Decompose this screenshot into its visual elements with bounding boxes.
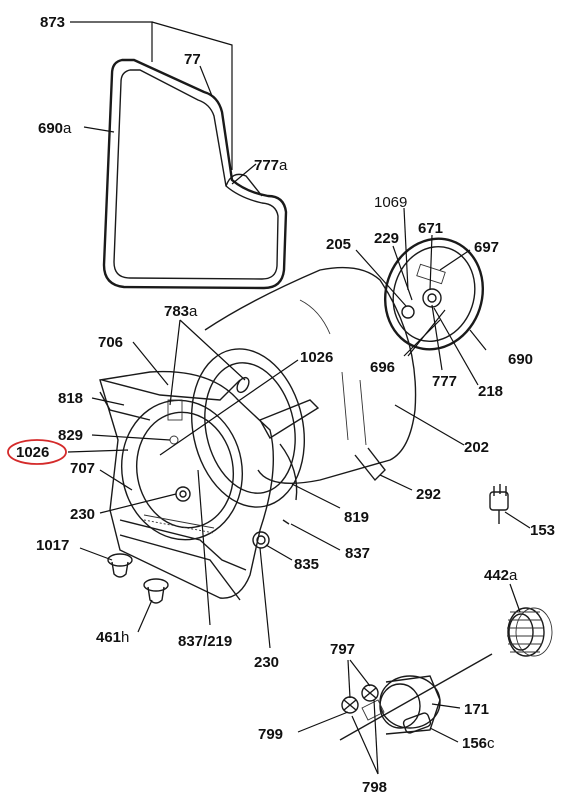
label-153: 153 xyxy=(530,522,555,539)
label-690: 690 xyxy=(508,351,533,368)
label-706: 706 xyxy=(98,334,123,351)
motor-171 xyxy=(339,653,493,741)
screw-835 xyxy=(252,531,270,549)
label-696: 696 xyxy=(370,359,395,376)
label-818: 818 xyxy=(58,390,83,407)
label-230-b: 230 xyxy=(254,654,279,671)
front-bulkhead-707 xyxy=(99,370,275,601)
fan-wheel-442a xyxy=(507,607,553,657)
label-783a: 783a xyxy=(164,303,198,320)
label-461h: 461h xyxy=(96,629,129,646)
rear-bulkhead-697 xyxy=(383,237,485,351)
label-707: 707 xyxy=(70,460,95,477)
label-218: 218 xyxy=(478,383,503,400)
label-292: 292 xyxy=(416,486,441,503)
thermostat-153 xyxy=(489,484,509,524)
label-777a: 777a xyxy=(254,157,288,174)
label-797: 797 xyxy=(330,641,355,658)
label-202: 202 xyxy=(464,439,489,456)
highlight-ellipse xyxy=(7,439,67,465)
foot-1017 xyxy=(107,553,133,578)
label-829: 829 xyxy=(58,427,83,444)
drum-202 xyxy=(190,266,417,508)
label-777: 777 xyxy=(432,373,457,390)
label-230-a: 230 xyxy=(70,506,95,523)
label-205: 205 xyxy=(326,236,351,253)
label-837: 837 xyxy=(345,545,370,562)
label-835: 835 xyxy=(294,556,319,573)
label-837-219: 837/219 xyxy=(178,633,232,650)
label-1017: 1017 xyxy=(36,537,69,554)
label-1026-top: 1026 xyxy=(300,349,333,366)
label-156c: 156c xyxy=(462,735,495,752)
label-798: 798 xyxy=(362,779,387,796)
label-442a: 442a xyxy=(484,567,518,584)
bracket-873 xyxy=(70,21,233,170)
leader-lines xyxy=(67,65,531,775)
label-671: 671 xyxy=(418,220,443,237)
label-171: 171 xyxy=(464,701,489,718)
foot-461h xyxy=(143,578,169,604)
part-labels: 873 77 690a 777a 1069 205 229 671 697 78… xyxy=(16,14,555,796)
label-229: 229 xyxy=(374,230,399,247)
label-1069: 1069 xyxy=(374,194,407,211)
bracket-783a xyxy=(169,319,250,406)
label-690a: 690a xyxy=(38,120,72,137)
screw-837 xyxy=(282,519,290,525)
label-1026: 1026 xyxy=(16,444,49,461)
door-gasket-690a xyxy=(102,58,288,290)
label-873: 873 xyxy=(40,14,65,31)
label-819: 819 xyxy=(344,509,369,526)
label-697: 697 xyxy=(474,239,499,256)
lint-filter-819 xyxy=(259,399,320,501)
label-799: 799 xyxy=(258,726,283,743)
label-77: 77 xyxy=(184,51,201,68)
